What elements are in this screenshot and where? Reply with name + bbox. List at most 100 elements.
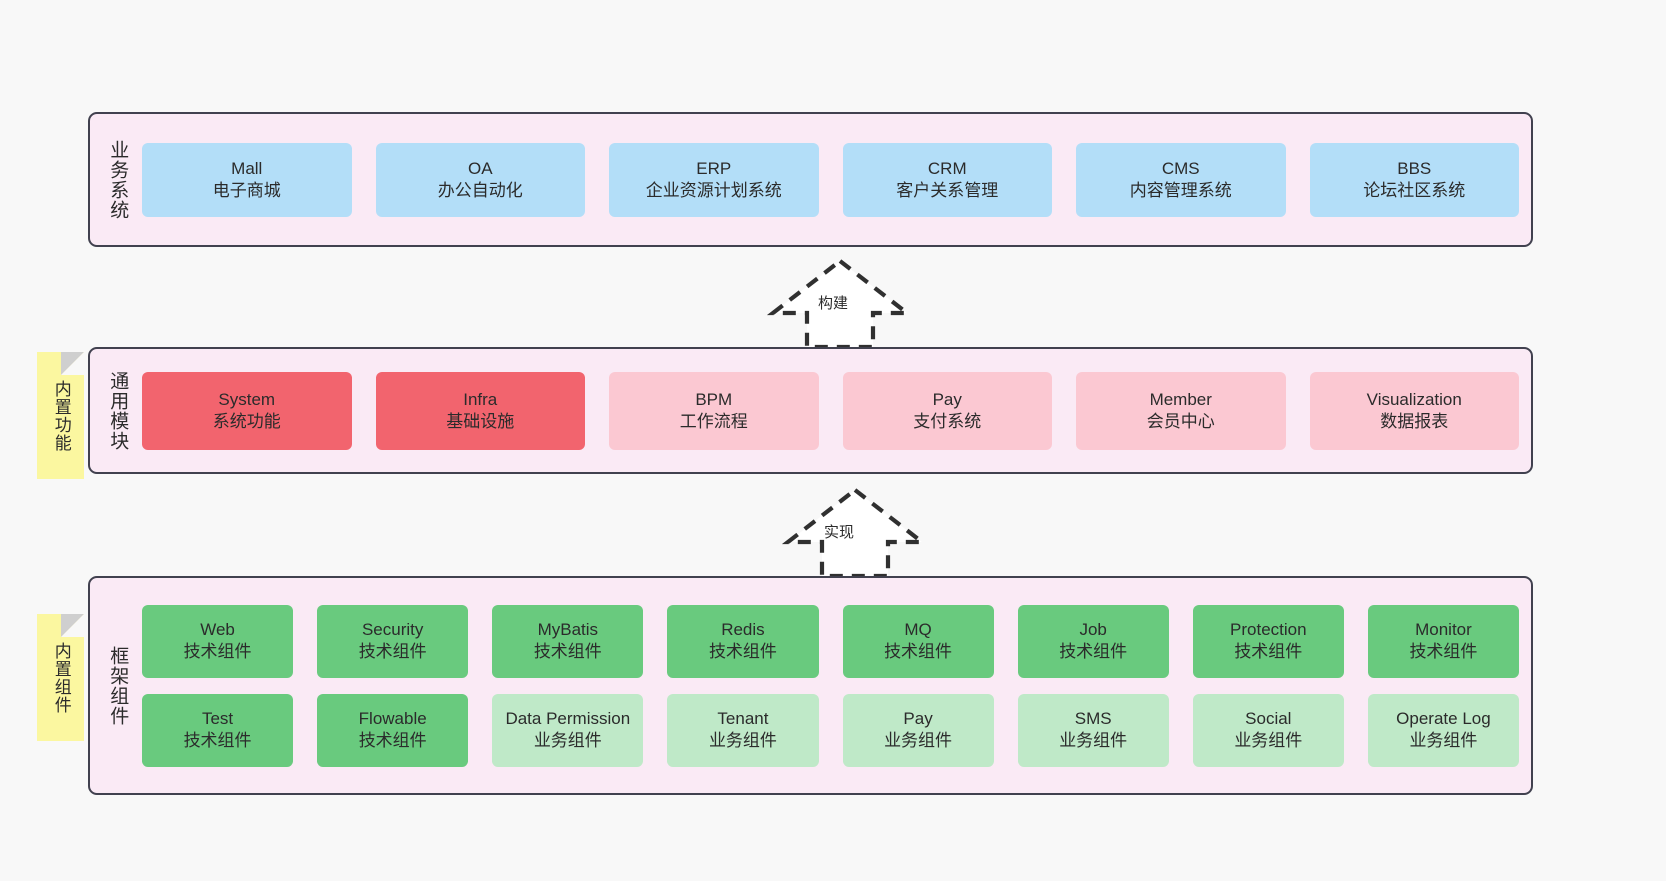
layer-body-common-modules: System 系统功能 Infra 基础设施 BPM 工作流程 Pay 支付系统… [134,359,1519,462]
node-subtitle: 技术组件 [183,642,252,661]
node-subtitle: 基础设施 [446,411,515,431]
node-subtitle: 论坛社区系统 [1363,180,1466,200]
node-monitor[interactable]: Monitor 技术组件 [1367,604,1519,678]
node-subtitle: 客户关系管理 [896,180,999,200]
note-label: 内置组件 [51,641,71,714]
layer-title-business-systems: 业务系统 [107,139,129,220]
node-operate-log[interactable]: Operate Log 业务组件 [1367,693,1519,767]
node-title: Monitor [1415,620,1472,640]
node-title: Tenant [717,709,769,729]
connector-implement-label: 实现 [824,524,855,541]
node-title: Operate Log [1396,709,1491,729]
node-title: Visualization [1366,389,1462,409]
node-test[interactable]: Test 技术组件 [142,693,294,767]
node-subtitle: 技术组件 [884,642,953,661]
node-crm[interactable]: CRM 客户关系管理 [842,142,1052,217]
connector-build-label: 构建 [818,295,849,312]
layer-body-framework-components: Web 技术组件 Security 技术组件 MyBatis 技术组件 Redi… [134,588,1519,783]
node-cms[interactable]: CMS 内容管理系统 [1076,142,1286,217]
node-infra[interactable]: Infra 基础设施 [375,371,585,450]
node-title: BPM [695,389,733,409]
layer-framework-components: 框架组件 Web 技术组件 Security 技术组件 MyBatis 技术组件… [88,576,1533,795]
node-oa[interactable]: OA 办公自动化 [375,142,585,217]
node-subtitle: 业务组件 [884,731,953,750]
node-title: OA [467,158,493,178]
node-subtitle: 技术组件 [358,642,427,661]
node-title: Pay [932,389,962,409]
node-title: Job [1079,620,1107,640]
node-title: SMS [1074,709,1112,729]
node-title: CMS [1161,158,1200,178]
node-job[interactable]: Job 技术组件 [1017,604,1169,678]
node-system[interactable]: System 系统功能 [142,371,352,450]
node-protection[interactable]: Protection 技术组件 [1192,604,1344,678]
node-title: Protection [1230,620,1307,640]
node-security[interactable]: Security 技术组件 [317,604,469,678]
node-row: System 系统功能 Infra 基础设施 BPM 工作流程 Pay 支付系统… [142,371,1519,450]
node-title: Flowable [358,709,427,729]
node-subtitle: 企业资源计划系统 [645,180,782,200]
node-mybatis[interactable]: MyBatis 技术组件 [492,604,644,678]
node-redis[interactable]: Redis 技术组件 [667,604,819,678]
node-title: BBS [1397,158,1432,178]
node-social[interactable]: Social 业务组件 [1192,693,1344,767]
node-title: Member [1149,389,1212,409]
node-subtitle: 业务组件 [1059,731,1128,750]
node-subtitle: 会员中心 [1146,411,1215,431]
note-builtin-component: 内置组件 [37,614,84,741]
node-bbs[interactable]: BBS 论坛社区系统 [1309,142,1519,217]
node-subtitle: 技术组件 [1059,642,1128,661]
node-pay-component[interactable]: Pay 业务组件 [842,693,994,767]
node-subtitle: 数据报表 [1380,411,1449,431]
node-subtitle: 技术组件 [533,642,602,661]
node-title: Infra [463,389,498,409]
node-subtitle: 技术组件 [358,731,427,750]
node-sms[interactable]: SMS 业务组件 [1017,693,1169,767]
node-title: Mall [231,158,263,178]
node-data-permission[interactable]: Data Permission 业务组件 [492,693,644,767]
node-erp[interactable]: ERP 企业资源计划系统 [609,142,819,217]
node-tenant[interactable]: Tenant 业务组件 [667,693,819,767]
node-title: Data Permission [505,709,631,729]
node-title: System [218,389,276,409]
note-label: 内置功能 [51,379,71,452]
node-title: Redis [721,620,765,640]
connector-implement-arrow [770,484,940,579]
node-title: MyBatis [537,620,599,640]
node-mq[interactable]: MQ 技术组件 [842,604,994,678]
node-row: Mall 电子商城 OA 办公自动化 ERP 企业资源计划系统 CRM 客户关系… [142,142,1519,217]
node-subtitle: 技术组件 [183,731,252,750]
node-title: Security [361,620,424,640]
node-bpm[interactable]: BPM 工作流程 [609,371,819,450]
node-subtitle: 工作流程 [679,411,748,431]
node-title: Social [1245,709,1292,729]
node-subtitle: 业务组件 [1234,731,1303,750]
layer-title-common-modules: 通用模块 [107,370,129,451]
node-flowable[interactable]: Flowable 技术组件 [317,693,469,767]
node-member[interactable]: Member 会员中心 [1076,371,1286,450]
node-subtitle: 业务组件 [708,731,777,750]
node-subtitle: 技术组件 [708,642,777,661]
node-pay-module[interactable]: Pay 支付系统 [842,371,1052,450]
layer-common-modules: 通用模块 System 系统功能 Infra 基础设施 BPM 工作流程 Pay… [88,347,1533,474]
node-title: Test [201,709,234,729]
layer-body-business-systems: Mall 电子商城 OA 办公自动化 ERP 企业资源计划系统 CRM 客户关系… [134,124,1519,235]
node-subtitle: 内容管理系统 [1129,180,1232,200]
node-subtitle: 系统功能 [212,411,281,431]
node-subtitle: 办公自动化 [437,180,523,200]
node-title: Web [200,620,235,640]
layer-title-framework-components: 框架组件 [107,645,129,726]
note-builtin-function: 内置功能 [37,352,84,479]
node-mall[interactable]: Mall 电子商城 [142,142,352,217]
node-subtitle: 电子商城 [212,180,281,200]
node-subtitle: 技术组件 [1234,642,1303,661]
node-visualization[interactable]: Visualization 数据报表 [1309,371,1519,450]
node-web[interactable]: Web 技术组件 [142,604,294,678]
node-title: ERP [696,158,732,178]
node-subtitle: 技术组件 [1409,642,1478,661]
node-subtitle: 支付系统 [913,411,982,431]
node-subtitle: 业务组件 [1409,731,1478,750]
layer-business-systems: 业务系统 Mall 电子商城 OA 办公自动化 ERP 企业资源计划系统 CRM… [88,112,1533,247]
node-row: Test 技术组件 Flowable 技术组件 Data Permission … [142,693,1519,767]
